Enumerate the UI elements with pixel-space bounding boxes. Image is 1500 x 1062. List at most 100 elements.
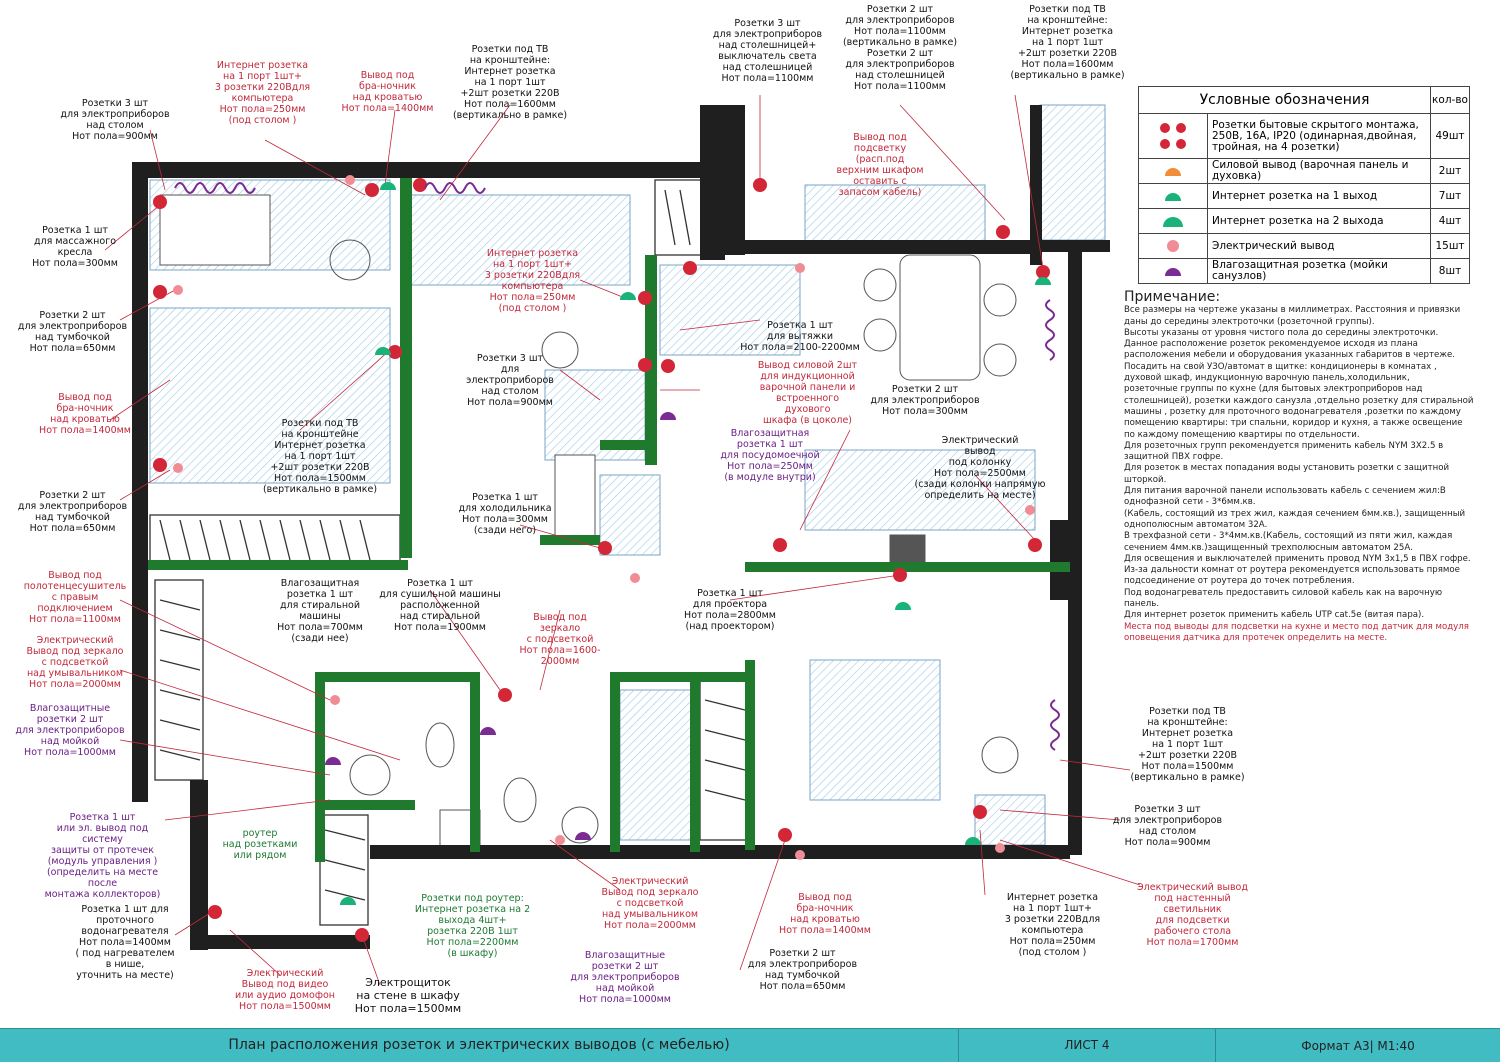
socket-5	[388, 345, 402, 359]
partition-bath-left	[315, 672, 325, 862]
legend-text-sockets: Розетки бытовые скрытого монтажа, 250В, …	[1208, 114, 1431, 158]
projector	[889, 534, 926, 566]
annotation-tv-bedroom1: Розетки под ТВ на кронштейне Интернет ро…	[262, 418, 378, 495]
legend-header: Условные обозначения кол-во	[1139, 87, 1469, 114]
note-red: Места под выводы для подсветки на кухне …	[1124, 621, 1469, 643]
legend-qty-internet2: 4шт	[1438, 215, 1462, 227]
annotation-speaker: Электрический вывод под колонку Нот пола…	[914, 435, 1046, 501]
leader-7	[1014, 94, 1046, 281]
dining-chair-2	[863, 318, 897, 352]
annotation-mirror-3: Электрический Вывод под зеркало с подсве…	[601, 876, 699, 931]
socket-3	[153, 458, 167, 472]
living-sofa	[804, 449, 1036, 531]
partition-hall	[148, 560, 408, 570]
electric-output-10	[1025, 505, 1035, 515]
annotation-bath-sockets-1: Влагозащитные розетки 2 шт для электропр…	[15, 703, 125, 758]
squiggle-1	[174, 182, 256, 194]
leader-2	[264, 139, 366, 196]
socket-1	[153, 195, 167, 209]
bedroom1-bed	[149, 307, 391, 484]
waterproof-socket-4	[480, 727, 496, 735]
annotation-projector: Розетка 1 шт для проектора Нот пола=2800…	[684, 588, 776, 632]
wardrobe-hall-left	[154, 579, 204, 781]
electric-output-2	[173, 463, 183, 473]
internet-1-icon	[1139, 184, 1208, 208]
annotation-massage-chair: Розетка 1 шт для массажного кресла Нот п…	[32, 225, 118, 269]
legend-row-sockets: Розетки бытовые скрытого монтажа, 250В, …	[1139, 114, 1469, 159]
partition-bath2-top	[610, 672, 755, 682]
format-scale: Формат А3| М1:40	[1301, 1038, 1415, 1053]
balcony	[1039, 104, 1106, 241]
fridge	[554, 454, 596, 541]
leader-19	[519, 524, 601, 549]
annotation-washer: Влагозащитная розетка 1 шт для стирально…	[277, 578, 363, 644]
electric-output-icon	[1139, 234, 1208, 258]
squiggle-4	[1050, 699, 1060, 751]
notes-block: Примечание: Все размеры на чертеже указа…	[1124, 290, 1474, 644]
electric-output-9	[555, 835, 565, 845]
annotation-nightstand-2: Розетки 2 шт для электроприборов над тум…	[17, 490, 128, 534]
note-12: Из-за дальности комнат от роутера рекоме…	[1124, 565, 1460, 587]
dining-table	[899, 254, 981, 381]
sockets	[153, 178, 1050, 942]
annotation-fridge: Розетка 1 шт для холодильника Нот пола=3…	[458, 492, 552, 536]
wardrobe-kitchen	[654, 179, 704, 256]
note-2: Высоты указаны от уровня чистого пола до…	[1124, 327, 1439, 338]
annotation-bedroom2-desk: Розетки 3 шт для электроприборов над сто…	[466, 353, 554, 408]
legend-qty-internet1: 7шт	[1438, 190, 1462, 202]
dining-chair-4	[983, 343, 1017, 377]
socket-22	[661, 359, 675, 373]
annotation-bedroom1-desk-sockets: Розетки 3 шт для электроприборов над сто…	[60, 98, 170, 142]
socket-18	[973, 805, 987, 819]
annotation-nightstand-1: Розетки 2 шт для электроприборов над тум…	[17, 310, 128, 354]
socket-16	[498, 688, 512, 702]
legend-qty-header: кол-во	[1432, 94, 1468, 106]
partition-bath2-right	[690, 672, 700, 852]
dining-chair-3	[983, 283, 1017, 317]
socket-15	[598, 541, 612, 555]
note-3: Данное расположение розеток рекомендуемо…	[1124, 339, 1456, 361]
partition-living-bottom	[745, 562, 1070, 572]
bedroom2-bed	[409, 194, 631, 286]
internet-sockets	[340, 182, 1051, 905]
leader-13	[559, 369, 601, 401]
electric-outputs	[173, 175, 1035, 860]
annotation-tv-bedroom3: Розетки под ТВ на кронштейне: Интернет р…	[1130, 706, 1245, 783]
annotation-bedroom1-internet: Интернет розетка на 1 порт 1шт+ 3 розетк…	[214, 60, 311, 126]
internet-socket-5	[895, 602, 911, 610]
squiggle-2	[424, 182, 486, 194]
dining-chair-1	[863, 268, 897, 302]
annotation-bedroom3-internet: Интернет розетка на 1 порт 1шт+ 3 розетк…	[1004, 892, 1101, 958]
drawing-title: План расположения розеток и электрически…	[0, 1029, 959, 1062]
legend-text-internet2: Интернет розетка на 2 выхода	[1208, 209, 1431, 233]
annotation-intercom: Электрический Вывод под видео или аудио …	[235, 968, 335, 1012]
electric-output-5	[795, 263, 805, 273]
sheet-number: ЛИСТ 4	[959, 1029, 1216, 1062]
legend-row-electric: Электрический вывод 15шт	[1139, 234, 1469, 259]
annotation-hood: Розетка 1 шт для вытяжки Нот пола=2100-2…	[740, 320, 860, 353]
socket-17	[778, 828, 792, 842]
partition-fridge	[540, 535, 600, 545]
leader-21	[539, 609, 561, 691]
annotation-towel-rail: Вывод под полотенцесушитель с правым под…	[23, 570, 127, 625]
annotation-sconce-3: Вывод под бра-ночник над кроватью Нот по…	[779, 892, 871, 936]
chair-1	[329, 239, 371, 281]
leader-22	[729, 574, 901, 601]
leader-10	[109, 379, 171, 421]
bathtub	[619, 689, 696, 841]
socket-14	[1028, 538, 1042, 552]
legend-qty-sockets: 49шт	[1435, 130, 1465, 142]
annotation-tv-kitchen: Розетки под ТВ на кронштейне: Интернет р…	[1010, 4, 1125, 81]
leader-20	[429, 589, 501, 691]
wardrobe-hangers-2	[159, 599, 201, 761]
annotation-induction: Вывод силовой 2шт для индукционной вароч…	[757, 360, 858, 426]
partition-kitchen-bottom	[600, 440, 655, 450]
annotation-kitchen-light: Вывод под подсветку (расп.под верхним шк…	[836, 132, 924, 198]
wall-right-pier	[1050, 520, 1068, 600]
annotation-kitchen-low: Розетки 2 шт для электроприборов Нот пол…	[870, 384, 980, 417]
note-5: розеточные группы по кухне (для бытовых …	[1124, 384, 1474, 440]
sink-2	[561, 806, 599, 844]
waterproof-socket-3	[660, 412, 676, 420]
toilet-1	[425, 722, 455, 768]
